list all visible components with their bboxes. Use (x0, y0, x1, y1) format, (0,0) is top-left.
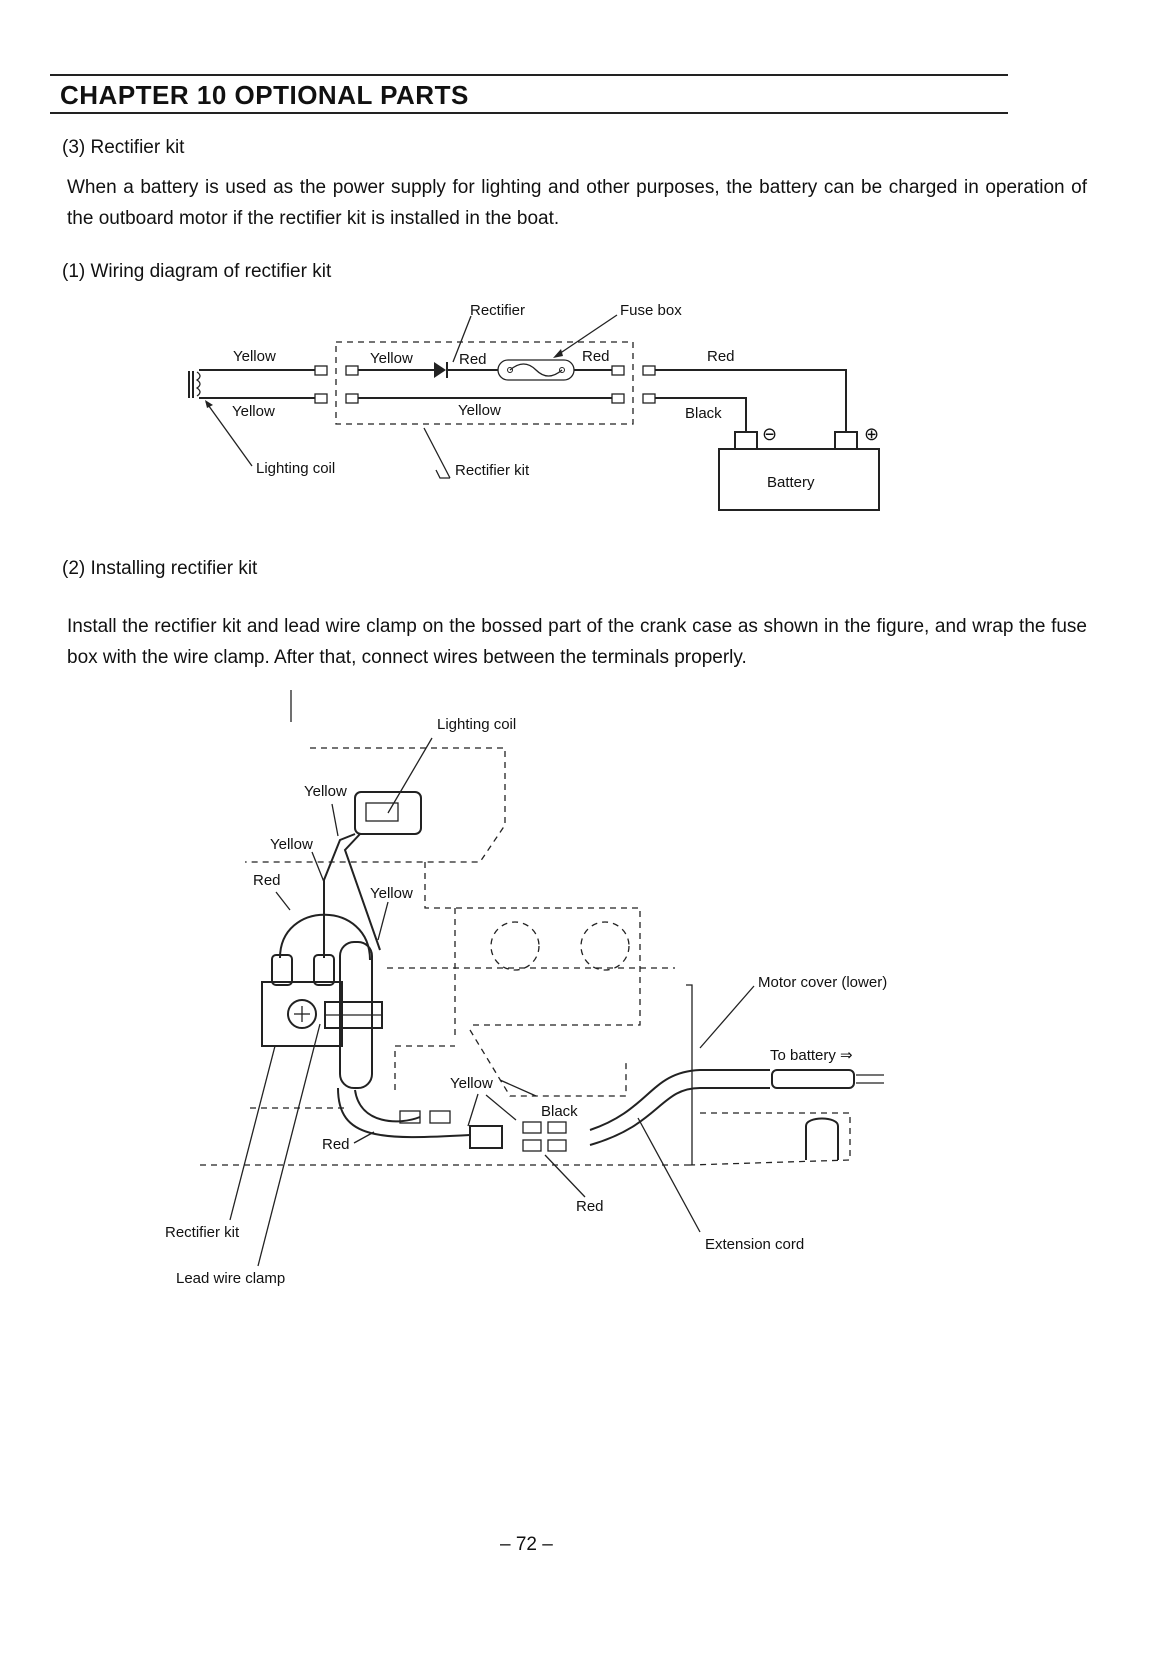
coil-winding (195, 371, 201, 397)
header-rule-top (50, 74, 1008, 76)
red-wire (655, 369, 847, 432)
battery-plus-icon: ⊕ (864, 424, 880, 444)
label-red-inner-left: Red (459, 351, 487, 368)
installing-heading: (2) Installing rectifier kit (62, 558, 258, 579)
label-install-red-3: Red (576, 1198, 604, 1215)
label-yellow-inner-bottom: Yellow (458, 402, 501, 419)
connector-1 (314, 365, 328, 376)
label-black-outer: Black (685, 405, 722, 422)
rectifier-kit-box (335, 341, 634, 425)
black-wire (655, 397, 747, 432)
installing-paragraph: Install the rectifier kit and lead wire … (67, 616, 1087, 668)
header-rule-bottom (50, 112, 1008, 114)
label-install-red-2: Red (322, 1136, 350, 1153)
section-heading: (3) Rectifier kit (62, 137, 185, 158)
label-red-outer: Red (707, 348, 735, 365)
battery-box (718, 448, 880, 511)
label-yellow-inner-top: Yellow (370, 350, 413, 367)
diode-symbol (434, 362, 446, 378)
label-lead-wire-clamp: Lead wire clamp (176, 1270, 286, 1287)
label-lighting-coil: Lighting coil (256, 460, 336, 477)
label-yellow-left-top: Yellow (233, 348, 276, 365)
label-extension-cord: Extension cord (705, 1236, 805, 1253)
label-install-yellow-3: Yellow (370, 885, 413, 902)
label-to-battery: To battery ⇒ (770, 1047, 853, 1064)
battery-minus-icon: ⊖ (762, 424, 778, 444)
intro-paragraph: When a battery is used as the power supp… (67, 177, 1087, 229)
label-install-yellow-1: Yellow (304, 783, 347, 800)
label-install-yellow-2: Yellow (270, 836, 313, 853)
label-fuse-box: Fuse box (620, 302, 682, 319)
chapter-title: CHAPTER 10 OPTIONAL PARTS (60, 80, 469, 110)
connector-2 (314, 393, 328, 404)
label-rectifier: Rectifier (470, 302, 526, 319)
label-yellow-left-bottom: Yellow (232, 403, 275, 420)
label-install-yellow-4: Yellow (450, 1075, 493, 1092)
label-motor-cover: Motor cover (lower) (758, 974, 888, 991)
label-red-inner-right: Red (582, 348, 610, 365)
label-install-red-1: Red (253, 872, 281, 889)
wiring-heading: (1) Wiring diagram of rectifier kit (62, 261, 332, 282)
label-install-black: Black (541, 1103, 578, 1120)
label-install-lighting-coil: Lighting coil (437, 716, 517, 733)
label-install-rectifier-kit: Rectifier kit (165, 1224, 240, 1241)
page-number: – 72 – (500, 1534, 553, 1555)
label-battery: Battery (767, 474, 815, 491)
label-rectifier-kit: Rectifier kit (455, 462, 530, 479)
